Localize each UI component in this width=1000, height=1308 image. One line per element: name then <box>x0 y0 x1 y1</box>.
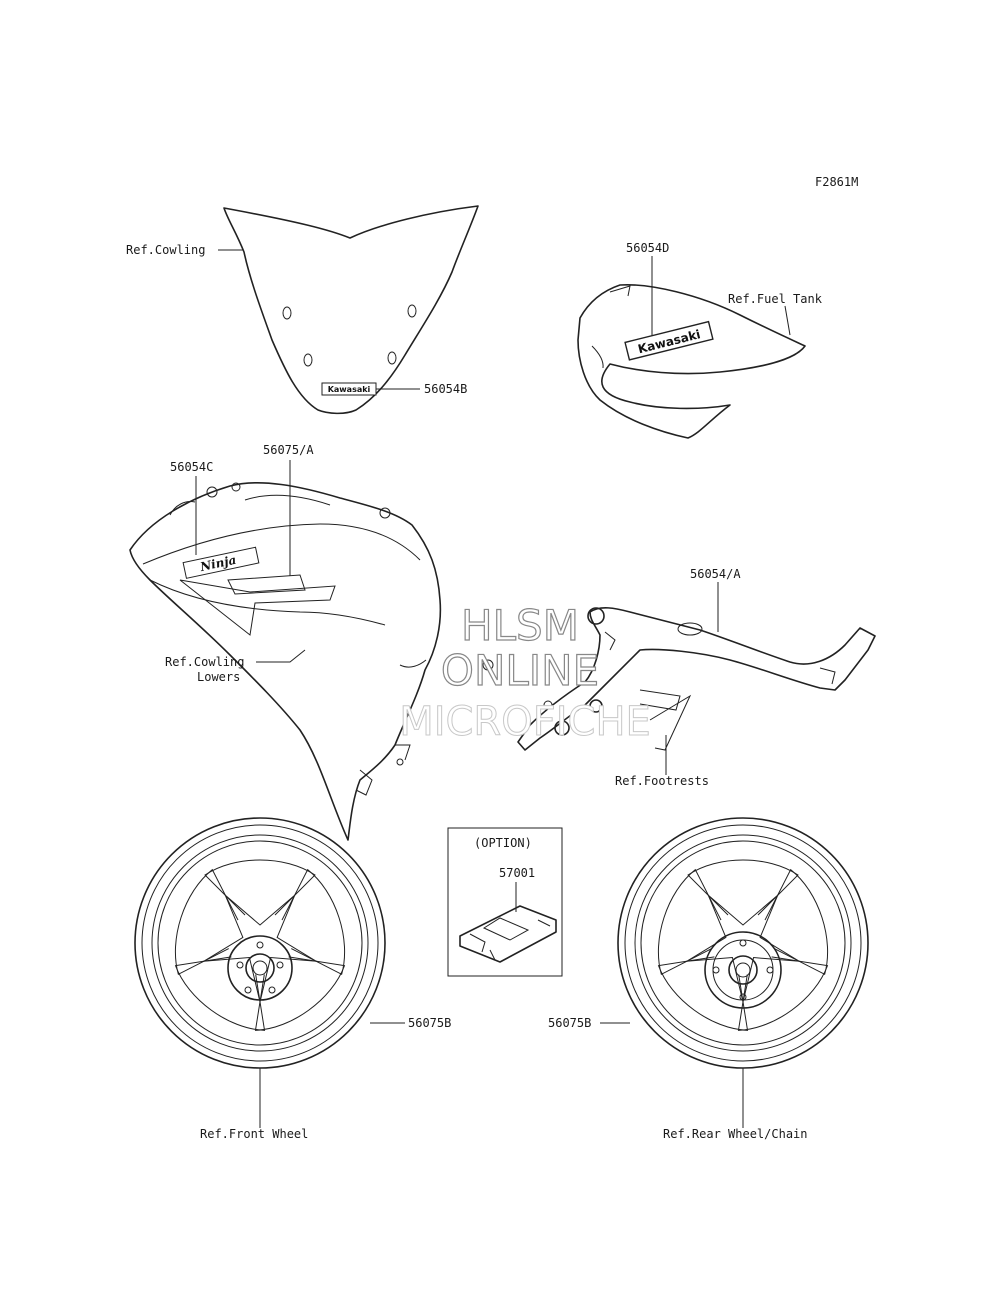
label-56075B-rear: 56075B <box>548 1016 591 1030</box>
watermark-line1: HLSM <box>461 601 579 650</box>
watermark-line2: ONLINE <box>441 646 599 695</box>
tool-57001-drawing <box>459 905 557 963</box>
watermark-line3: MICROFICHE <box>399 699 651 745</box>
label-56054D: 56054D <box>626 241 669 255</box>
label-56054A: 56054/A <box>690 567 741 581</box>
label-57001: 57001 <box>499 866 535 880</box>
label-ref-footrests: Ref.Footrests <box>615 774 709 788</box>
label-ref-cowling-lowers-2: Lowers <box>197 670 240 684</box>
label-ref-fuel-tank: Ref.Fuel Tank <box>728 292 823 306</box>
label-option: (OPTION) <box>474 836 532 850</box>
fairing-decal-56054C <box>182 546 260 579</box>
front-wheel-drawing <box>134 817 386 1069</box>
option-box <box>447 827 563 977</box>
label-ref-cowling: Ref.Cowling <box>126 243 205 257</box>
label-ref-rear-wheel: Ref.Rear Wheel/Chain <box>663 1127 808 1141</box>
footrest-bracket-drawing <box>517 607 876 751</box>
label-56054B: 56054B <box>424 382 467 396</box>
watermark: HLSM ONLINE MICROFICHE <box>399 600 652 745</box>
fairing-drawing: Ninja <box>129 481 494 841</box>
rear-wheel-drawing <box>617 817 869 1069</box>
label-ref-cowling-lowers-1: Ref.Cowling <box>165 655 244 669</box>
tank-decal-56054D <box>624 320 714 361</box>
windscreen-logo-text: Kawasaki <box>328 385 371 394</box>
windscreen-drawing: Kawasaki <box>223 205 479 415</box>
fuel-tank-drawing: Kawasaki <box>577 283 806 439</box>
label-56075A: 56075/A <box>263 443 314 457</box>
label-ref-front-wheel: Ref.Front Wheel <box>200 1127 308 1141</box>
label-56075B-front: 56075B <box>408 1016 451 1030</box>
figure-code: F2861M <box>815 175 858 189</box>
label-56054C: 56054C <box>170 460 213 474</box>
